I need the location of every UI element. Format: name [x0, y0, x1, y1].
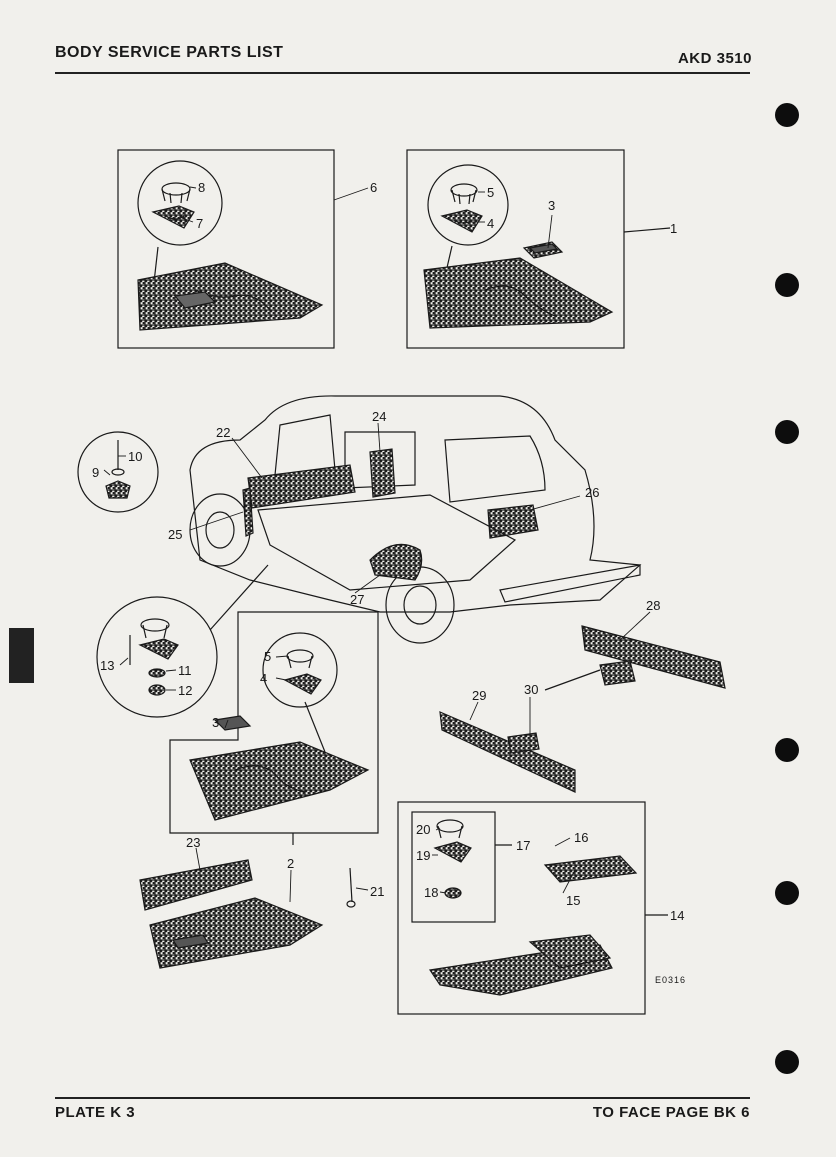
- tunnel-cover-27: [369, 543, 423, 581]
- callout-30: 30: [524, 682, 538, 697]
- callout-4-lower: 4: [260, 671, 267, 686]
- callout-1: 1: [670, 221, 677, 236]
- callout-21: 21: [370, 884, 384, 899]
- callout-27: 27: [350, 592, 364, 607]
- trim-panel-22: [247, 464, 356, 509]
- callout-labels: 1 2 3 4 5 6 7 8 9 10 11 12 13 14 15 16 1…: [92, 180, 686, 985]
- callout-14: 14: [670, 908, 684, 923]
- callout-11: 11: [178, 663, 192, 678]
- detail-fasteners-11-12-13: [96, 564, 269, 718]
- callout-3-lower: 3: [212, 715, 219, 730]
- callout-2: 2: [287, 856, 294, 871]
- punch-hole: [775, 881, 799, 905]
- callout-17: 17: [516, 838, 530, 853]
- callout-18: 18: [424, 885, 438, 900]
- callout-3: 3: [548, 198, 555, 213]
- panel-floor-covering-14-20: [397, 801, 668, 1015]
- trim-panel-24: [369, 448, 396, 498]
- callout-22: 22: [216, 425, 230, 440]
- car-body-outline: [189, 395, 642, 644]
- panel-floor-covering-front-right: [406, 149, 671, 349]
- callout-24: 24: [372, 409, 386, 424]
- punch-hole: [775, 420, 799, 444]
- leader-lines: [103, 186, 651, 903]
- punch-hole: [775, 738, 799, 762]
- callout-6: 6: [370, 180, 377, 195]
- footer-rule: [55, 1097, 750, 1099]
- callout-5: 5: [487, 185, 494, 200]
- floor-covering-assembled: [257, 494, 517, 591]
- callout-12: 12: [178, 683, 192, 698]
- callout-19: 19: [416, 848, 430, 863]
- callout-28: 28: [646, 598, 660, 613]
- callout-26: 26: [585, 485, 599, 500]
- trim-panel-25: [242, 487, 254, 537]
- punch-hole: [775, 103, 799, 127]
- callout-20: 20: [416, 822, 430, 837]
- callout-7: 7: [196, 216, 203, 231]
- panel-floor-covering-rear-left: [169, 611, 379, 845]
- callout-29: 29: [472, 688, 486, 703]
- punch-hole: [775, 273, 799, 297]
- face-page-reference: TO FACE PAGE BK 6: [592, 1104, 750, 1121]
- trim-panel-26: [487, 504, 539, 539]
- detail-fastener-9-10: [77, 431, 159, 513]
- callout-10: 10: [128, 449, 142, 464]
- section-tab-marker: [9, 628, 34, 683]
- callout-4: 4: [487, 216, 494, 231]
- callout-15: 15: [566, 893, 580, 908]
- callout-13: 13: [100, 658, 114, 673]
- callout-25: 25: [168, 527, 182, 542]
- callout-16: 16: [574, 830, 588, 845]
- panel-floor-covering-front-left: [117, 149, 335, 349]
- parts-28-29-30: [439, 625, 726, 793]
- callout-9: 9: [92, 465, 99, 480]
- document-code: AKD 3510: [677, 50, 752, 67]
- header-rule: [55, 72, 750, 74]
- drawing-reference: E0316: [655, 975, 686, 985]
- callout-23: 23: [186, 835, 200, 850]
- page-title: BODY SERVICE PARTS LIST: [55, 44, 284, 61]
- callout-8: 8: [198, 180, 205, 195]
- plate-number: PLATE K 3: [55, 1104, 136, 1121]
- punch-hole: [775, 1050, 799, 1074]
- callout-5-lower: 5: [264, 649, 271, 664]
- panel-floor-covering-2-23: [139, 859, 356, 969]
